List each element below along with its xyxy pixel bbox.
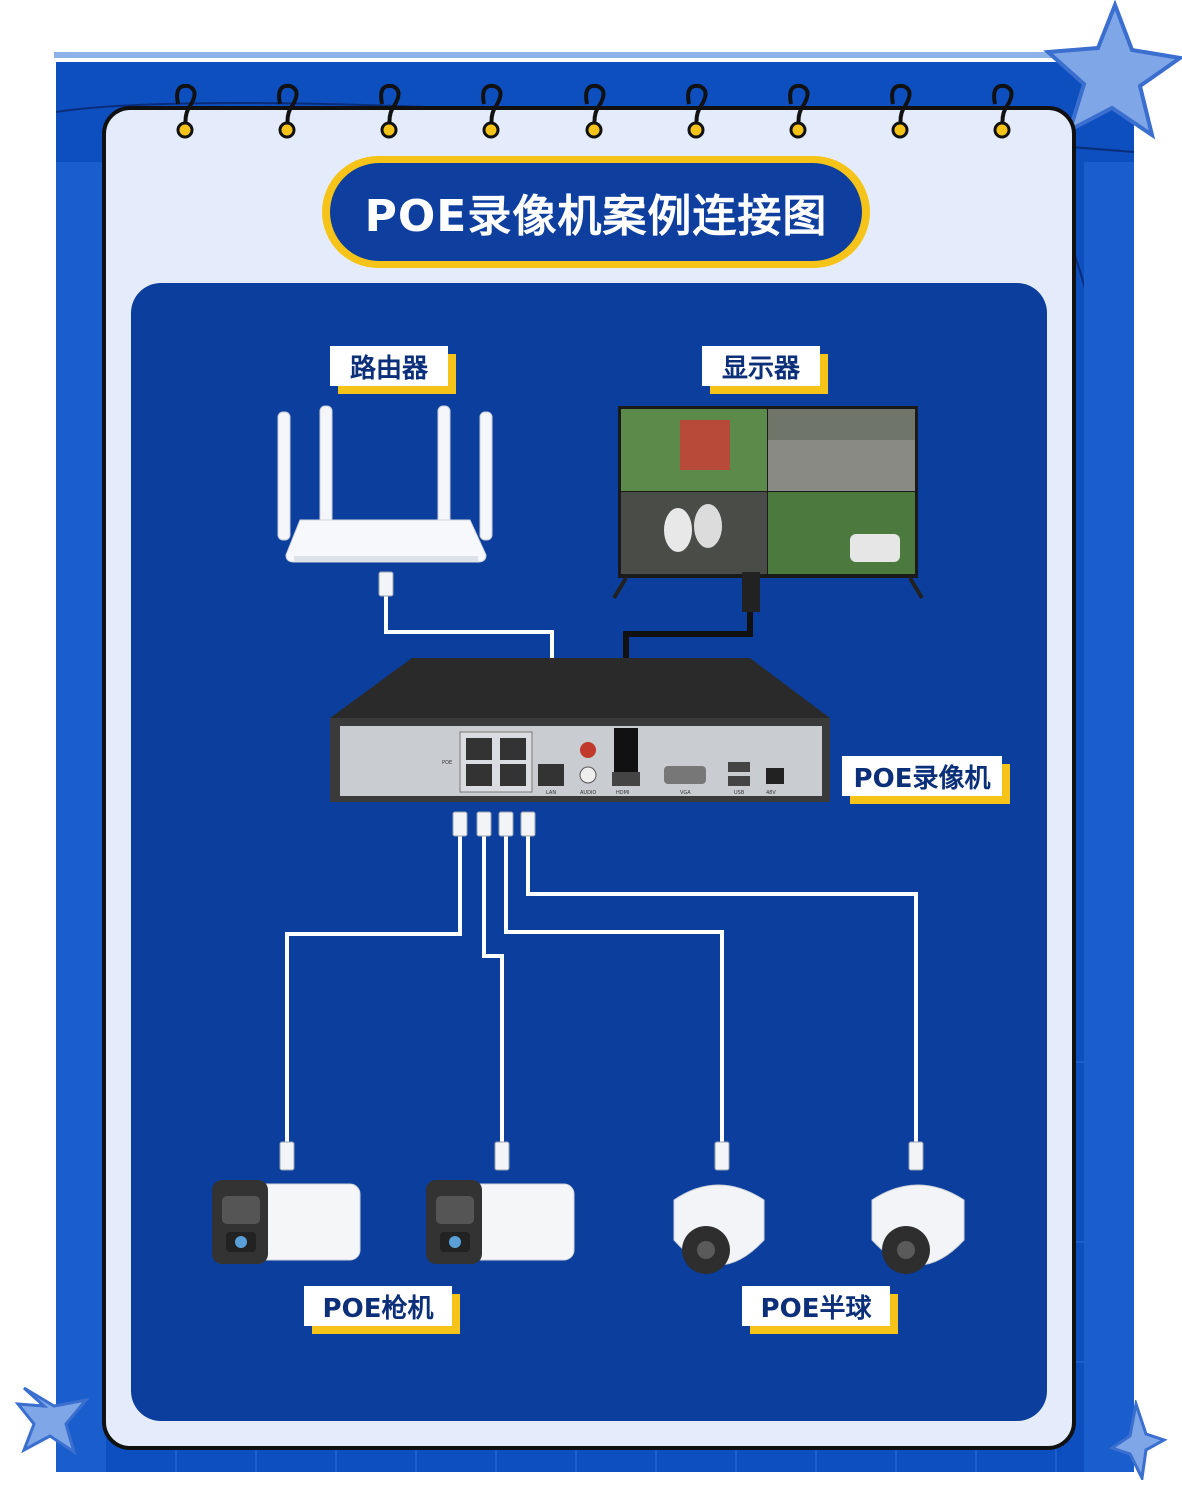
- title-banner-inner: POE录像机案例连接图: [330, 163, 862, 261]
- dome-camera-1: [673, 1184, 765, 1274]
- binder-ring: [481, 83, 503, 139]
- dome-camera-label: POE半球: [742, 1286, 898, 1334]
- port-label-power: 48V: [766, 790, 776, 796]
- binder-ring: [890, 83, 912, 139]
- star-decoration-bottom-left: [14, 1386, 90, 1456]
- cable-camera-1: [285, 836, 462, 1142]
- monitor-label: 显示器: [702, 346, 828, 394]
- binder-ring: [686, 83, 708, 139]
- cable-camera-4: [526, 836, 918, 1142]
- cable-camera-2: [482, 836, 504, 1142]
- router-device: [277, 405, 493, 563]
- binder-ring: [584, 83, 606, 139]
- rj45-connector: [494, 1141, 510, 1171]
- hdmi-plug: [742, 572, 760, 612]
- binder-ring: [277, 83, 299, 139]
- rj45-connector: [908, 1141, 924, 1171]
- nvr-device: [330, 658, 830, 802]
- binder-ring: [788, 83, 810, 139]
- bullet-camera-1: [212, 1180, 361, 1264]
- port-label-usb: USB: [734, 790, 745, 796]
- router-label: 路由器: [330, 346, 456, 394]
- binder-ring: [379, 83, 401, 139]
- page-title: POE录像机案例连接图: [364, 191, 828, 242]
- port-label-lan: LAN: [546, 790, 556, 796]
- monitor-device: [612, 406, 924, 600]
- port-label-poe: POE: [442, 760, 452, 766]
- nvr-label: POE录像机: [842, 756, 1010, 804]
- cable-camera-3: [504, 836, 724, 1142]
- port-label-vga: VGA: [680, 790, 691, 796]
- top-frame-line: [54, 52, 1136, 58]
- rj45-connector: [498, 811, 514, 837]
- rj45-connector: [520, 811, 536, 837]
- title-banner: POE录像机案例连接图: [322, 156, 870, 268]
- background-decoration: [56, 102, 1134, 1472]
- binder-ring: [175, 83, 197, 139]
- rj45-connector: [476, 811, 492, 837]
- port-label-hdmi: HDMI: [616, 790, 629, 796]
- bullet-camera-2: [426, 1180, 575, 1264]
- star-decoration-bottom-right: [1108, 1400, 1168, 1480]
- bullet-camera-label: POE枪机: [304, 1286, 460, 1334]
- dome-camera-2: [871, 1184, 965, 1274]
- rj45-connector: [378, 571, 394, 597]
- binder-ring: [992, 83, 1014, 139]
- rj45-connector: [452, 811, 468, 837]
- port-label-audio: AUDIO: [580, 790, 596, 796]
- rj45-connector: [279, 1141, 295, 1171]
- star-decoration-top-right: [1043, 0, 1182, 140]
- rj45-connector: [714, 1141, 730, 1171]
